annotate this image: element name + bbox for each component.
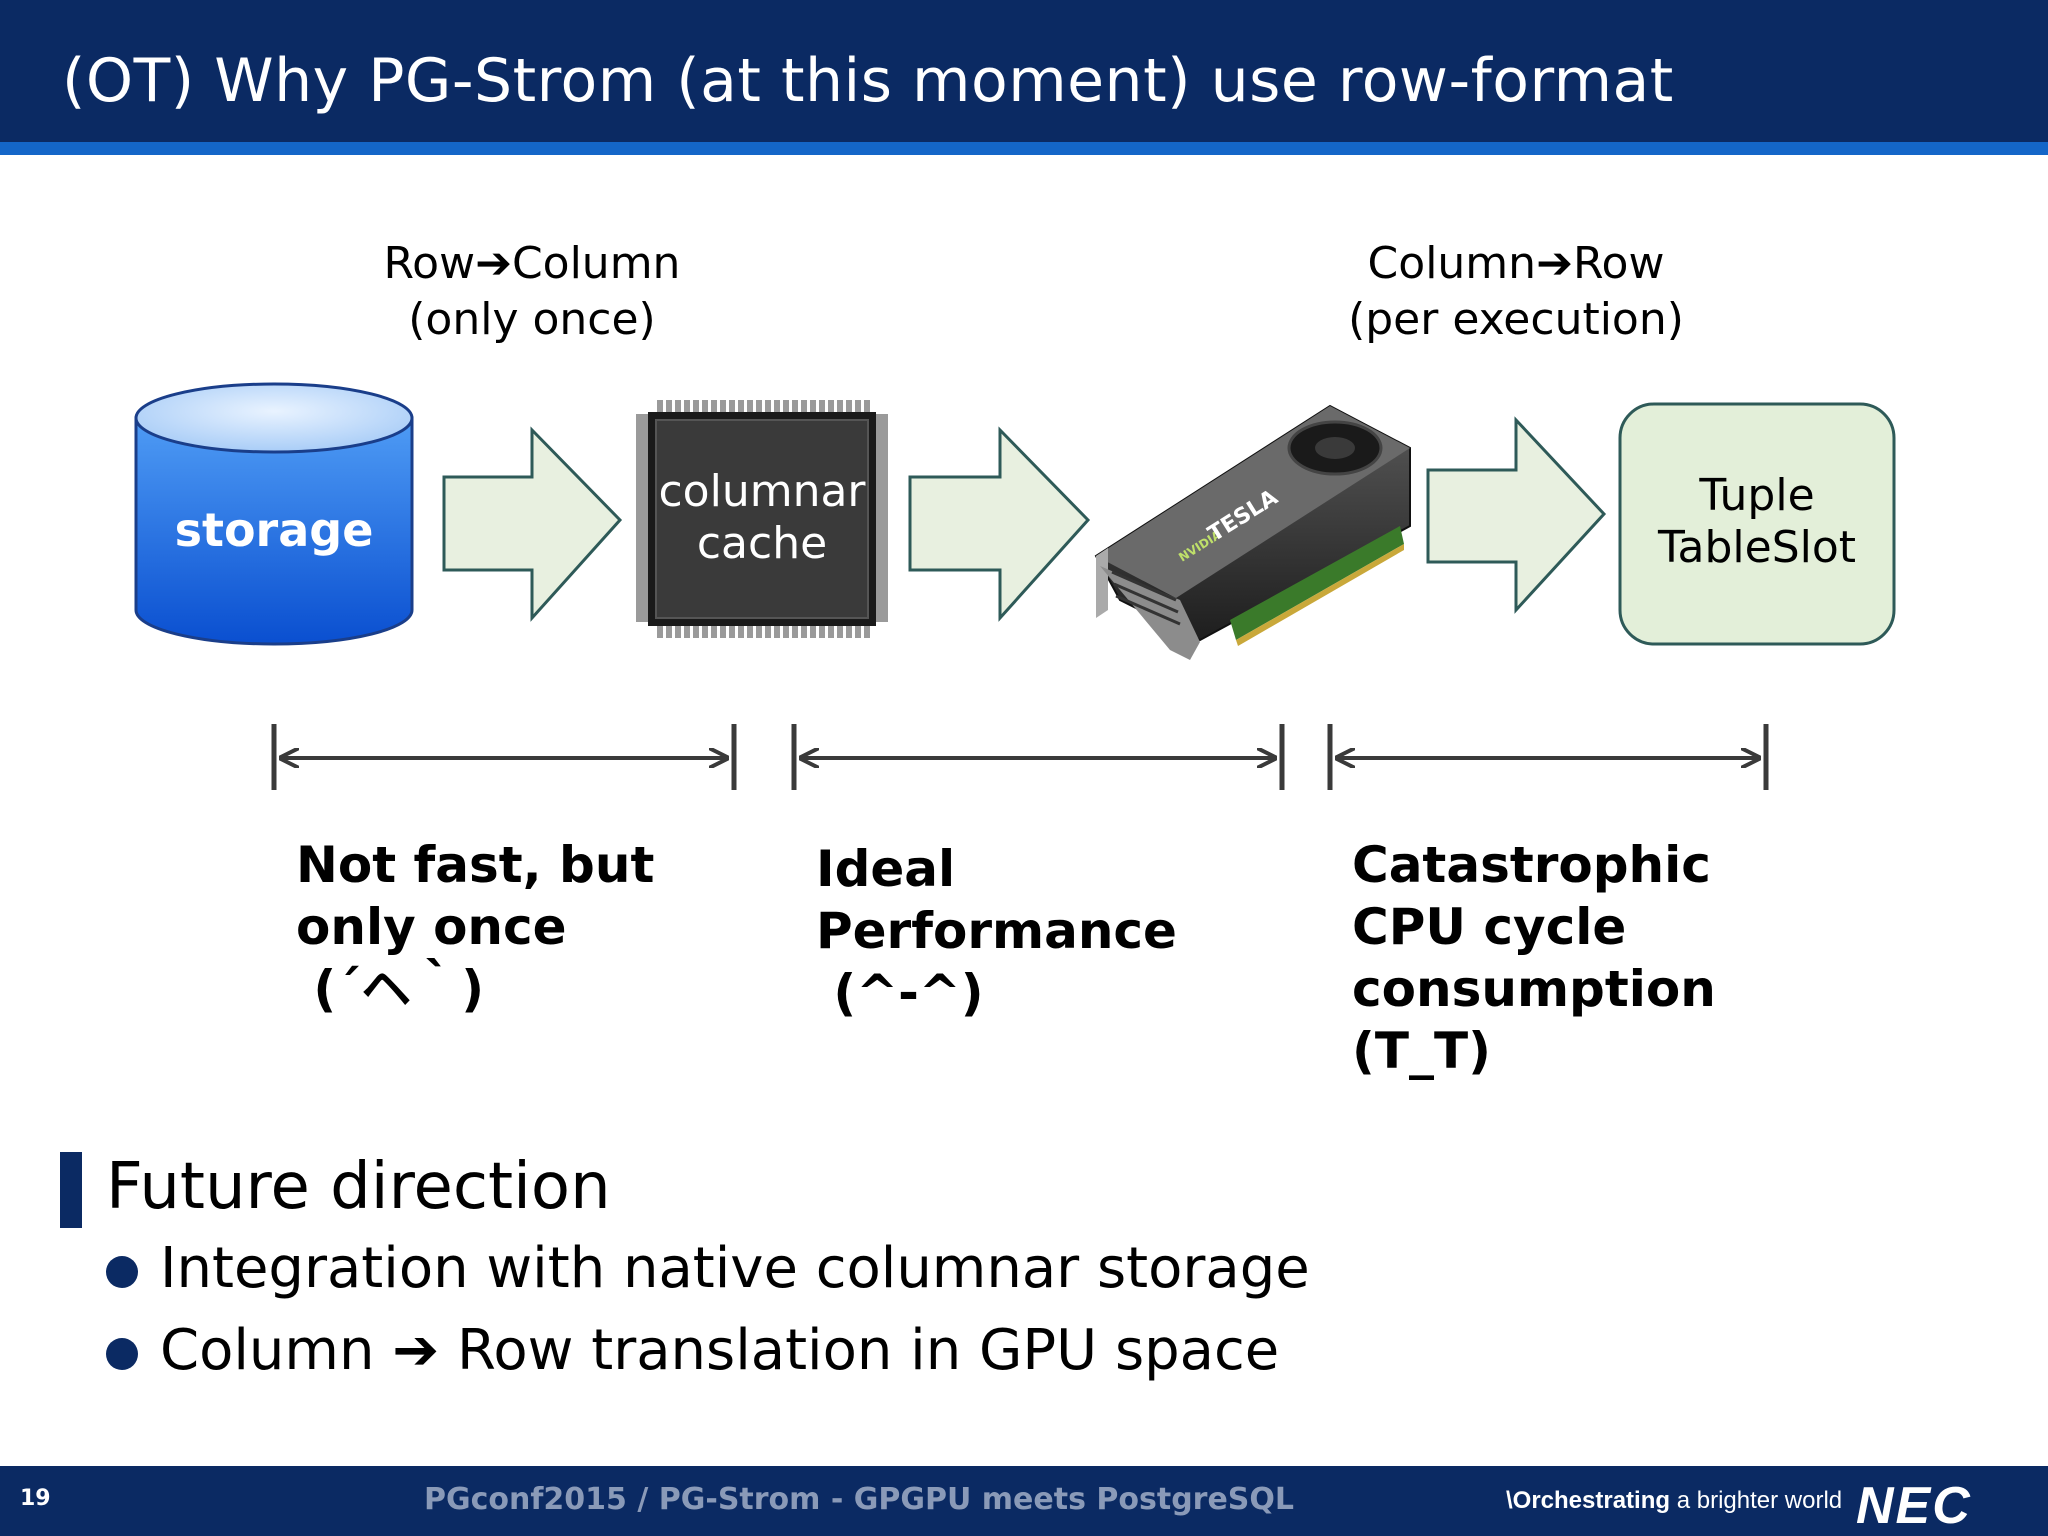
conversion-note: (only once) — [408, 294, 656, 345]
caption-line: CPU cycle — [1352, 898, 1627, 956]
tagline-bold: \Orchestrating — [1506, 1487, 1671, 1514]
caption-line: consumption — [1352, 960, 1716, 1018]
tuple-tableslot-line1: Tuple — [1699, 470, 1815, 521]
conversion-to: Column — [511, 238, 681, 289]
caption-emoticon: (T_T) — [1352, 1022, 1491, 1080]
dimension-line-3 — [1327, 724, 1769, 790]
bullet-dot-icon — [106, 1256, 138, 1288]
footer-tagline: \Orchestrating a brighter world — [1506, 1487, 1842, 1515]
caption-ideal-performance: Ideal Performance (^-^) — [816, 838, 1177, 1024]
caption-line: Ideal — [816, 840, 956, 898]
dimension-line-1 — [271, 724, 737, 790]
conversion-from: Column — [1367, 238, 1537, 289]
title-bar — [0, 0, 2048, 142]
caption-line: Not fast, but — [296, 836, 655, 894]
columnar-cache-line1: columnar — [658, 466, 866, 517]
storage-label: storage — [174, 503, 374, 557]
caption-emoticon: (^-^) — [816, 964, 984, 1022]
caption-not-fast: Not fast, but only once (´ヘ｀) — [296, 834, 654, 1020]
tuple-tableslot-label: Tuple TableSlot — [1620, 470, 1894, 574]
columnar-cache-label: columnar cache — [648, 466, 876, 570]
tagline-rest: a brighter world — [1670, 1487, 1843, 1514]
footer-text: PGconf2015 / PG-Strom - GPGPU meets Post… — [424, 1482, 1295, 1517]
title-bar-stripe — [0, 142, 2048, 155]
bullet-item-2: Column ➔ Row translation in GPU space — [160, 1318, 1280, 1383]
page-number: 19 — [20, 1486, 51, 1511]
caption-line: only once — [296, 898, 567, 956]
cpu-chip-icon — [636, 400, 888, 638]
block-arrow-3-icon — [1426, 416, 1607, 614]
caption-catastrophic: Catastrophic CPU cycle consumption (T_T) — [1352, 834, 1716, 1082]
footer-bar — [0, 1466, 2048, 1536]
future-direction-heading: Future direction — [106, 1150, 611, 1224]
conversion-label-row-to-column: Row➔Column (only once) — [332, 236, 732, 348]
right-arrow-icon: ➔ — [475, 238, 512, 289]
tuple-tableslot-box — [1618, 402, 1896, 646]
dimension-line-2 — [791, 724, 1285, 790]
conversion-label-column-to-row: Column➔Row (per execution) — [1316, 236, 1716, 348]
block-arrow-1-icon — [442, 426, 623, 622]
nec-logo: NEC — [1856, 1477, 1972, 1535]
block-arrow-2-icon — [908, 426, 1091, 622]
conversion-from: Row — [383, 238, 476, 289]
bullet-dot-icon — [106, 1338, 138, 1370]
caption-line: Catastrophic — [1352, 836, 1711, 894]
conversion-to: Row — [1572, 238, 1665, 289]
caption-line: Performance — [816, 902, 1177, 960]
slide-title: (OT) Why PG-Strom (at this moment) use r… — [62, 46, 1674, 116]
storage-cylinder-icon — [134, 382, 414, 646]
conversion-note: (per execution) — [1348, 294, 1684, 345]
section-marker — [60, 1152, 82, 1228]
caption-emoticon: (´ヘ｀) — [296, 960, 485, 1018]
bullet-item-1: Integration with native columnar storage — [160, 1236, 1310, 1301]
columnar-cache-line2: cache — [696, 518, 828, 569]
tuple-tableslot-line2: TableSlot — [1657, 522, 1857, 573]
gpu-card-icon: NVIDIA TESLA — [1094, 404, 1411, 660]
right-arrow-icon: ➔ — [1536, 238, 1573, 289]
